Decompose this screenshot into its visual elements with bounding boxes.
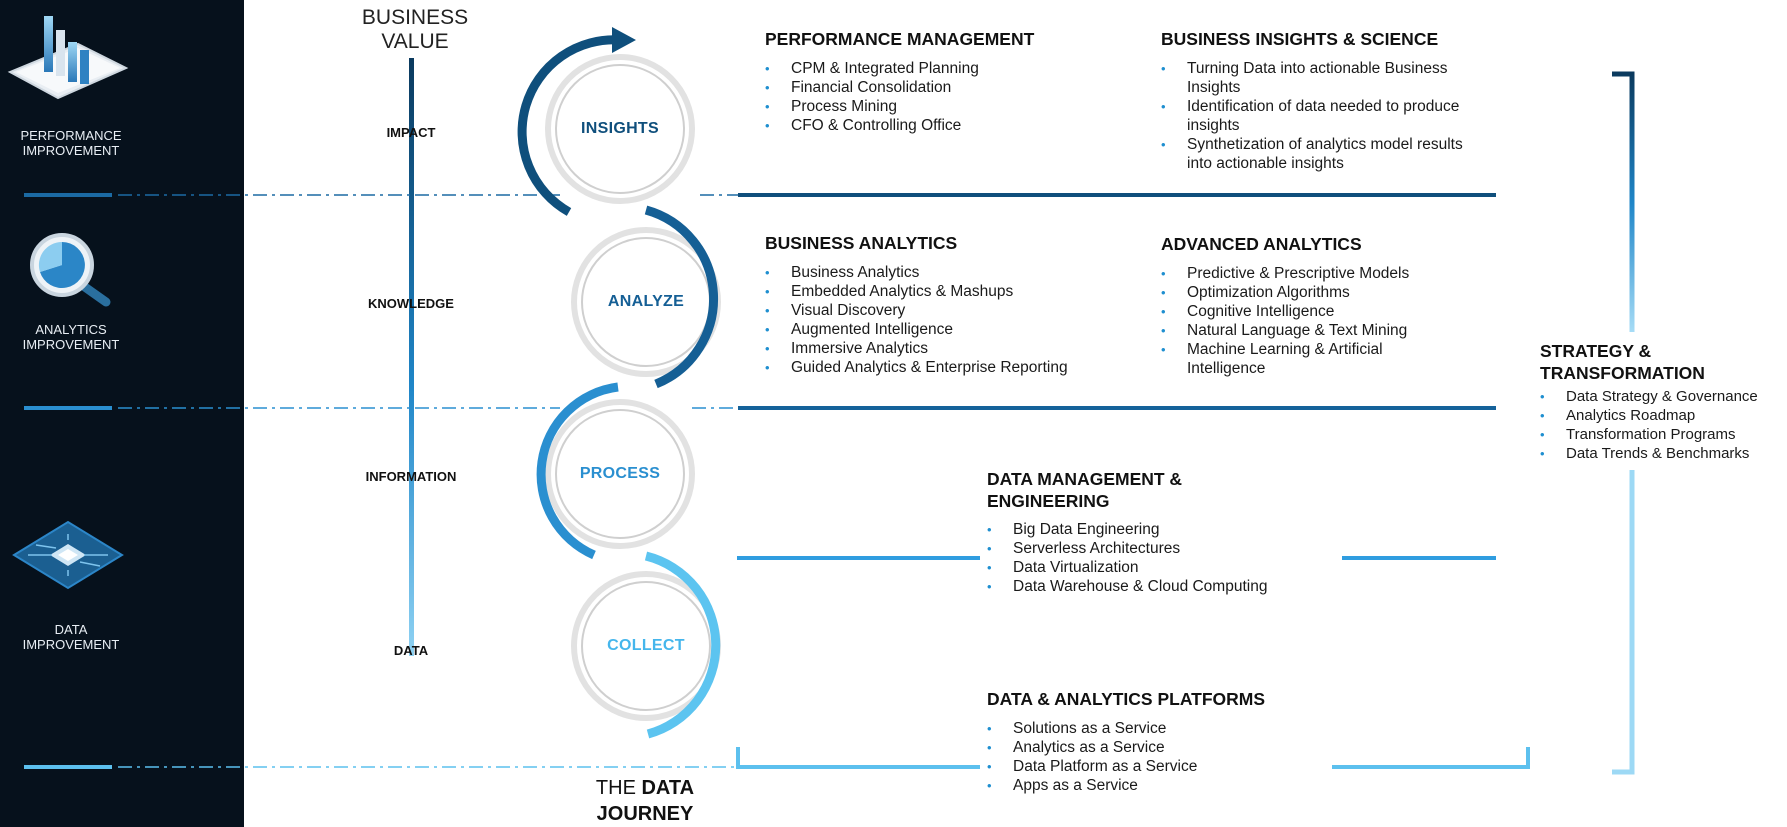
data-management-title: DATA MANAGEMENT & ENGINEERING — [987, 469, 1183, 511]
list-item: Data Warehouse & Cloud Computing — [987, 577, 1337, 596]
list-item: Big Data Engineering — [987, 520, 1337, 539]
list-item: Optimization Algorithms — [1161, 283, 1461, 302]
data-journey-caption: THE DATA JOURNEY — [595, 777, 695, 825]
advanced-analytics-title: ADVANCED ANALYTICS — [1161, 234, 1362, 254]
stage-collect: COLLECT — [607, 637, 685, 654]
stage-insights: INSIGHTS — [581, 120, 659, 137]
list-item: Data Virtualization — [987, 558, 1337, 577]
list-item: Natural Language & Text Mining — [1161, 321, 1461, 340]
level-impact: IMPACT — [386, 125, 436, 140]
left-panel-icons — [7, 16, 129, 590]
business-insights-list: Turning Data into actionable Business In… — [1161, 59, 1486, 173]
list-item: Data Trends & Benchmarks — [1540, 444, 1785, 463]
list-item: CPM & Integrated Planning — [765, 59, 1125, 78]
advanced-analytics-list: Predictive & Prescriptive Models Optimiz… — [1161, 264, 1461, 378]
list-item: Transformation Programs — [1540, 425, 1785, 444]
list-item: Synthetization of analytics model result… — [1161, 135, 1486, 173]
list-item: Guided Analytics & Enterprise Reporting — [765, 358, 1135, 377]
list-item: Predictive & Prescriptive Models — [1161, 264, 1461, 283]
list-item: Business Analytics — [765, 263, 1135, 282]
business-value-axis — [409, 58, 414, 656]
analyze-arc — [644, 205, 719, 389]
bar-chart-tablet-icon — [7, 16, 129, 100]
list-item: Immersive Analytics — [765, 339, 1135, 358]
data-management-list: Big Data Engineering Serverless Architec… — [987, 520, 1337, 596]
platforms-bracket-left — [736, 747, 980, 769]
strategy-bracket-top — [1612, 71, 1635, 332]
list-item: Financial Consolidation — [765, 78, 1125, 97]
list-item: Augmented Intelligence — [765, 320, 1135, 339]
platforms-bracket-right — [1332, 747, 1530, 769]
business-analytics-list: Business Analytics Embedded Analytics & … — [765, 263, 1135, 377]
chip-board-icon — [12, 520, 124, 590]
performance-management-list: CPM & Integrated Planning Financial Cons… — [765, 59, 1125, 135]
list-item: Identification of data needed to produce… — [1161, 97, 1486, 135]
list-item: Serverless Architectures — [987, 539, 1337, 558]
stage-analyze: ANALYZE — [607, 293, 685, 310]
list-item: Turning Data into actionable Business In… — [1161, 59, 1486, 97]
collect-arc — [644, 551, 721, 739]
list-item: Analytics Roadmap — [1540, 406, 1785, 425]
level-data: DATA — [393, 643, 429, 658]
level-knowledge: KNOWLEDGE — [368, 296, 454, 311]
list-item: Embedded Analytics & Mashups — [765, 282, 1135, 301]
strategy-title: STRATEGY & TRANSFORMATION — [1540, 341, 1705, 383]
list-item: Apps as a Service — [987, 776, 1317, 795]
list-item: Visual Discovery — [765, 301, 1135, 320]
strategy-bracket-bottom — [1612, 470, 1635, 775]
process-ring — [545, 399, 695, 549]
list-item: Process Mining — [765, 97, 1125, 116]
level-information: INFORMATION — [365, 469, 457, 484]
performance-management-title: PERFORMANCE MANAGEMENT — [765, 29, 1035, 49]
data-platforms-list: Solutions as a Service Analytics as a Se… — [987, 719, 1317, 795]
stage-process: PROCESS — [579, 465, 661, 482]
list-item: Data Platform as a Service — [987, 757, 1317, 776]
list-item: Cognitive Intelligence — [1161, 302, 1461, 321]
list-item: Solutions as a Service — [987, 719, 1317, 738]
data-platforms-title: DATA & ANALYTICS PLATFORMS — [987, 689, 1266, 709]
insights-arc — [517, 35, 621, 216]
process-arc — [536, 382, 619, 560]
list-item: Data Strategy & Governance — [1540, 387, 1785, 406]
business-insights-title: BUSINESS INSIGHTS & SCIENCE — [1161, 29, 1439, 49]
insights-ring — [545, 54, 695, 204]
list-item: CFO & Controlling Office — [765, 116, 1125, 135]
arrow-icon — [612, 27, 636, 53]
list-item: Machine Learning & Artificial Intelligen… — [1161, 340, 1461, 378]
business-analytics-title: BUSINESS ANALYTICS — [765, 233, 958, 253]
magnifier-pie-icon — [30, 233, 111, 307]
strategy-list: Data Strategy & Governance Analytics Roa… — [1540, 387, 1785, 463]
list-item: Analytics as a Service — [987, 738, 1317, 757]
